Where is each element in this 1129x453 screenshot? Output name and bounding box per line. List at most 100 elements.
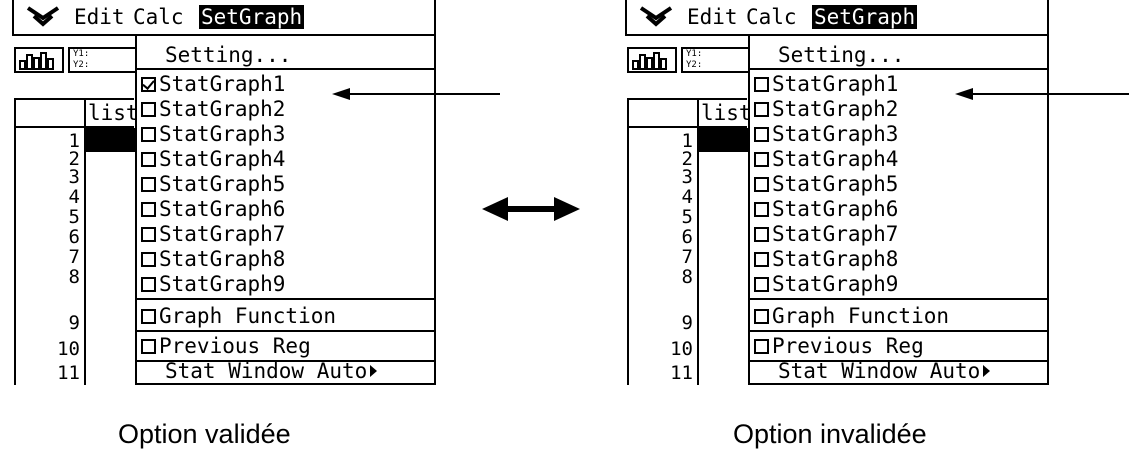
row-number: 9 xyxy=(681,312,693,334)
menu-item-statgraph2[interactable]: StatGraph2 xyxy=(137,96,434,122)
menu-item-statgraph1[interactable]: StatGraph1 xyxy=(137,71,434,97)
checkbox-icon[interactable] xyxy=(141,227,156,242)
checkbox-icon[interactable] xyxy=(754,77,769,92)
checkbox-icon[interactable] xyxy=(141,177,156,192)
graph-editor-icon[interactable]: Y1: Y2: xyxy=(68,47,138,73)
menu-item-stat-window-auto[interactable]: Stat Window Auto xyxy=(137,358,434,384)
checkbox-icon[interactable] xyxy=(141,202,156,217)
list-divider xyxy=(84,98,86,385)
menu-item-label: StatGraph8 xyxy=(772,247,899,271)
menu-item-statgraph7[interactable]: StatGraph7 xyxy=(750,221,1047,247)
pointer-arrow-icon xyxy=(955,88,1129,100)
selected-cell[interactable] xyxy=(699,128,749,152)
checkbox-icon[interactable] xyxy=(141,309,156,324)
menu-item-statgraph3[interactable]: StatGraph3 xyxy=(750,121,1047,147)
list-header-row xyxy=(14,98,134,128)
row-number: 9 xyxy=(68,312,80,334)
histogram-icon[interactable] xyxy=(14,47,64,73)
menu-item-label: StatGraph6 xyxy=(159,197,286,221)
checkbox-icon[interactable] xyxy=(754,202,769,217)
menu-item-label: StatGraph5 xyxy=(159,172,286,196)
checkbox-icon[interactable] xyxy=(141,127,156,142)
list-header-row xyxy=(627,98,747,128)
menu-item-statgraph7[interactable]: StatGraph7 xyxy=(137,221,434,247)
graph-editor-icon[interactable]: Y1: Y2: xyxy=(681,47,751,73)
checkbox-icon[interactable] xyxy=(754,252,769,267)
menu-edit[interactable]: Edit xyxy=(74,5,125,29)
menu-item-label: StatGraph9 xyxy=(159,272,286,296)
menu-item-stat-window-auto[interactable]: Stat Window Auto xyxy=(750,358,1047,384)
checkbox-icon[interactable] xyxy=(754,177,769,192)
menu-setgraph[interactable]: SetGraph xyxy=(812,5,918,29)
menu-item-statgraph8[interactable]: StatGraph8 xyxy=(750,246,1047,272)
double-chevron-down-icon[interactable] xyxy=(639,4,673,28)
menu-item-statgraph6[interactable]: StatGraph6 xyxy=(750,196,1047,222)
row-number: 11 xyxy=(57,362,80,384)
menu-item-label: StatGraph9 xyxy=(772,272,899,296)
row-number: 4 xyxy=(68,186,80,208)
menu-item-statgraph1[interactable]: StatGraph1 xyxy=(750,71,1047,97)
row-number: 2 xyxy=(681,148,693,170)
menu-bar: Edit Calc SetGraph xyxy=(625,0,1049,36)
list-column-header[interactable]: list xyxy=(701,101,752,125)
caption-option-enabled: Option validée xyxy=(118,419,291,449)
menu-separator xyxy=(750,330,1047,332)
checkbox-icon[interactable] xyxy=(754,227,769,242)
menu-item-setting[interactable]: Setting... xyxy=(165,43,292,67)
menu-item-statgraph2[interactable]: StatGraph2 xyxy=(750,96,1047,122)
row-number: 10 xyxy=(57,338,80,360)
menu-separator xyxy=(750,68,1047,70)
checkbox-icon[interactable] xyxy=(754,277,769,292)
menu-item-label: Stat Window Auto xyxy=(778,359,981,383)
menu-item-statgraph8[interactable]: StatGraph8 xyxy=(137,246,434,272)
row-number: 5 xyxy=(68,206,80,228)
menu-separator xyxy=(137,298,434,300)
checkbox-checked-icon[interactable] xyxy=(141,77,156,92)
menu-setgraph[interactable]: SetGraph xyxy=(199,5,305,29)
menu-item-setting[interactable]: Setting... xyxy=(778,43,905,67)
checkbox-icon[interactable] xyxy=(141,339,156,354)
histogram-icon[interactable] xyxy=(627,47,677,73)
menu-item-graph-function[interactable]: Graph Function xyxy=(750,303,1047,329)
menu-item-statgraph4[interactable]: StatGraph4 xyxy=(137,146,434,172)
checkbox-icon[interactable] xyxy=(754,152,769,167)
menu-item-statgraph6[interactable]: StatGraph6 xyxy=(137,196,434,222)
list-left-border xyxy=(14,98,16,385)
list-column-header[interactable]: list xyxy=(88,101,139,125)
row-number: 11 xyxy=(670,362,693,384)
checkbox-icon[interactable] xyxy=(141,152,156,167)
menu-item-statgraph5[interactable]: StatGraph5 xyxy=(750,171,1047,197)
checkbox-icon[interactable] xyxy=(754,102,769,117)
menu-item-previous-reg[interactable]: Previous Reg xyxy=(137,333,434,359)
row-number: 6 xyxy=(68,226,80,248)
menu-calc[interactable]: Calc xyxy=(746,5,797,29)
menu-item-statgraph4[interactable]: StatGraph4 xyxy=(750,146,1047,172)
checkbox-icon[interactable] xyxy=(754,309,769,324)
checkbox-icon[interactable] xyxy=(141,102,156,117)
menu-edit[interactable]: Edit xyxy=(687,5,738,29)
menu-item-label: StatGraph4 xyxy=(772,147,899,171)
menu-item-label: StatGraph4 xyxy=(159,147,286,171)
selected-cell[interactable] xyxy=(86,128,136,152)
row-number: 2 xyxy=(68,148,80,170)
row-number: 3 xyxy=(681,166,693,188)
menu-item-statgraph3[interactable]: StatGraph3 xyxy=(137,121,434,147)
list-divider xyxy=(697,98,699,385)
menu-item-label: StatGraph7 xyxy=(772,222,899,246)
checkbox-icon[interactable] xyxy=(141,252,156,267)
checkbox-icon[interactable] xyxy=(754,339,769,354)
submenu-arrow-icon xyxy=(370,365,378,377)
menu-calc[interactable]: Calc xyxy=(133,5,184,29)
double-chevron-down-icon[interactable] xyxy=(26,4,60,28)
checkbox-icon[interactable] xyxy=(754,127,769,142)
menu-item-previous-reg[interactable]: Previous Reg xyxy=(750,333,1047,359)
menu-item-statgraph5[interactable]: StatGraph5 xyxy=(137,171,434,197)
menu-item-graph-function[interactable]: Graph Function xyxy=(137,303,434,329)
menu-item-statgraph9[interactable]: StatGraph9 xyxy=(137,271,434,297)
menu-item-label: Graph Function xyxy=(159,304,337,328)
menu-item-statgraph9[interactable]: StatGraph9 xyxy=(750,271,1047,297)
y2-label: Y2: xyxy=(686,60,703,70)
checkbox-icon[interactable] xyxy=(141,277,156,292)
y2-label: Y2: xyxy=(73,60,90,70)
pointer-arrow-icon xyxy=(332,88,500,100)
